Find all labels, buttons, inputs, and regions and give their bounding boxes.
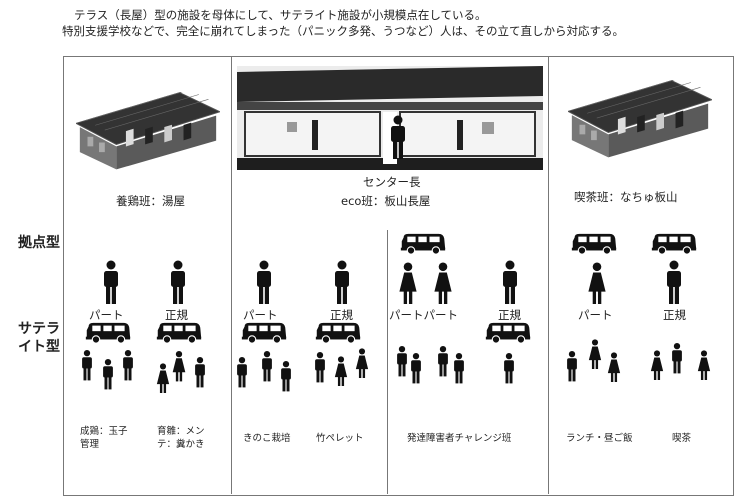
van-icon (484, 321, 532, 345)
member-man-icon (409, 352, 423, 384)
member-man-icon (260, 350, 274, 382)
job-label-lunch: ランチ・昼ご飯 (566, 433, 633, 444)
section-left-title: 養鶏班：湯屋 (116, 194, 185, 208)
center-leader-label: センター長 (363, 175, 421, 189)
job-label-chick-rearing: 育雛：メン テ：糞かき (157, 425, 205, 451)
job-text: 成鶏：玉子 (80, 426, 128, 437)
member-man-icon (670, 342, 684, 374)
staff-man-icon (500, 260, 520, 304)
role-part-label: パート (89, 308, 124, 322)
member-woman-icon (697, 350, 711, 380)
header-line-1: テラス（長屋）型の施設を母体にして、サテライト施設が小規模点在している。 (74, 8, 487, 22)
house-right-icon (568, 80, 712, 158)
nagaya-building-icon (237, 66, 543, 170)
job-label-bamboo-pellet: 竹ペレット (316, 433, 364, 444)
van-icon (650, 232, 698, 256)
role-part-label: パート (243, 308, 278, 322)
van-icon (399, 232, 447, 256)
member-man-icon (121, 349, 135, 381)
member-woman-icon (650, 350, 664, 380)
role-regular-label: 正規 (330, 308, 353, 322)
member-woman-icon (355, 348, 369, 378)
diagram-frame (63, 56, 734, 496)
label-base-type: 拠点型 (18, 235, 60, 251)
van-icon (570, 232, 618, 256)
member-woman-icon (156, 363, 170, 393)
staff-man-icon (332, 260, 352, 304)
role-regular-label: 正規 (663, 308, 686, 322)
member-man-icon (395, 345, 409, 377)
role-regular-label: 正規 (498, 308, 521, 322)
staff-woman-icon (587, 262, 607, 304)
staff-man-icon (664, 260, 684, 304)
van-icon (84, 321, 132, 345)
section-right-title: 喫茶班：なちゅ板山 (574, 190, 678, 204)
member-woman-icon (588, 339, 602, 369)
staff-woman-icon (398, 262, 418, 304)
member-woman-icon (172, 350, 186, 382)
member-woman-icon (607, 352, 621, 382)
job-label-mushroom: きのこ栽培 (243, 433, 291, 444)
divider-3 (387, 230, 388, 494)
label-satellite-1: サテラ (18, 321, 60, 337)
role-partpart-label: パートパート (389, 308, 458, 322)
staff-man-icon (168, 260, 188, 304)
member-man-icon (279, 360, 293, 392)
house-left-icon (76, 92, 220, 170)
van-icon (155, 321, 203, 345)
job-label-cafe: 喫茶 (672, 433, 692, 444)
member-man-icon (101, 358, 115, 390)
divider-1 (231, 57, 232, 494)
header-line-2: 特別支援学校などで、完全に崩れてしまった（パニック多発、うつなど）人は、その立て… (62, 24, 624, 38)
member-man-icon (565, 350, 579, 382)
member-man-icon (502, 352, 516, 384)
member-man-icon (436, 345, 450, 377)
member-man-icon (235, 356, 249, 388)
staff-woman-icon (433, 262, 453, 304)
job-text: 管理 (80, 439, 100, 450)
role-regular-label: 正規 (165, 308, 188, 322)
van-icon (314, 321, 362, 345)
staff-man-icon (101, 260, 121, 304)
center-leader-person-icon (388, 114, 408, 160)
member-woman-icon (334, 356, 348, 386)
staff-man-icon (254, 260, 274, 304)
section-center-title: eco班：板山長屋 (341, 194, 431, 208)
label-satellite-2: イト型 (18, 339, 60, 355)
job-text: テ：糞かき (157, 439, 205, 450)
member-man-icon (80, 349, 94, 381)
role-part-label: パート (578, 308, 613, 322)
job-label-laying-hens: 成鶏：玉子 管理 (80, 425, 128, 451)
job-label-challenge-team: 発達障害者チャレンジ班 (407, 433, 512, 444)
divider-2 (548, 57, 549, 494)
member-man-icon (313, 351, 327, 383)
member-man-icon (193, 356, 207, 388)
van-icon (240, 321, 288, 345)
job-text: 育雛：メン (157, 426, 205, 437)
member-man-icon (452, 352, 466, 384)
